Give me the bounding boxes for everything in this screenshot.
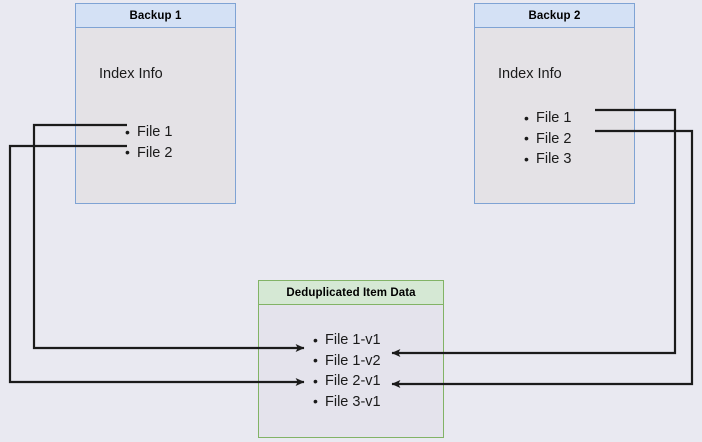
backup-2-box[interactable]: Backup 2 Index Info File 1 File 2 File 3 <box>474 3 635 204</box>
dedup-file-list: File 1-v1 File 1-v2 File 2-v1 File 3-v1 <box>311 330 381 412</box>
backup-2-file-list: File 1 File 2 File 3 <box>522 108 572 170</box>
backup-2-body: Index Info File 1 File 2 File 3 <box>475 28 634 203</box>
backup-2-file-item[interactable]: File 2 <box>524 128 572 150</box>
backup-1-index-info-label: Index Info <box>99 66 163 82</box>
backup-2-file-item[interactable]: File 3 <box>524 149 572 170</box>
deduplicated-item-data-body: File 1-v1 File 1-v2 File 2-v1 File 3-v1 <box>259 305 443 437</box>
deduplicated-item-data-title: Deduplicated Item Data <box>259 281 443 305</box>
backup-2-index-info-label: Index Info <box>498 66 562 82</box>
backup-1-file-item[interactable]: File 1 <box>125 122 173 143</box>
dedup-file-item[interactable]: File 1-v2 <box>313 350 381 372</box>
dedup-file-item[interactable]: File 1-v1 <box>313 330 381 351</box>
deduplicated-item-data-box[interactable]: Deduplicated Item Data File 1-v1 File 1-… <box>258 280 444 438</box>
backup-1-file-list: File 1 File 2 <box>123 122 173 164</box>
backup-2-title: Backup 2 <box>475 4 634 28</box>
backup-2-file-item[interactable]: File 1 <box>524 108 572 129</box>
dedup-file-item[interactable]: File 3-v1 <box>313 391 381 413</box>
backup-1-title: Backup 1 <box>76 4 235 28</box>
backup-1-file-item[interactable]: File 2 <box>125 142 173 164</box>
dedup-file-item[interactable]: File 2-v1 <box>313 371 381 392</box>
backup-1-box[interactable]: Backup 1 Index Info File 1 File 2 <box>75 3 236 204</box>
backup-1-body: Index Info File 1 File 2 <box>76 28 235 203</box>
